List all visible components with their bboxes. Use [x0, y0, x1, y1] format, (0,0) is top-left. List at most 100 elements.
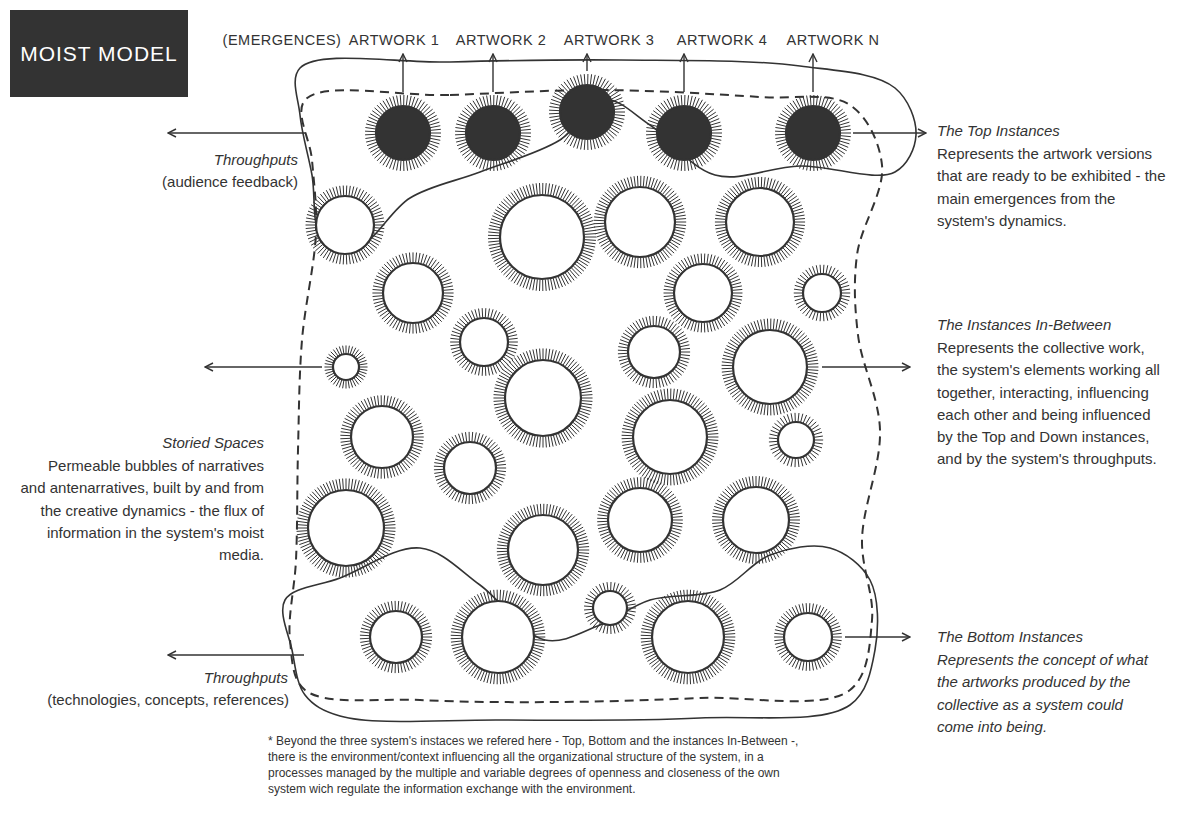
annotation-heading: The Instances In-Between [937, 315, 1169, 334]
bubble-ring [652, 601, 724, 673]
throughputs-heading: Throughputs [88, 668, 288, 687]
bubble-ring [605, 187, 675, 257]
annotation-body: Represents the artwork versions that are… [937, 143, 1169, 232]
annotation-body: Represents the collective work, the syst… [937, 337, 1169, 471]
storied-space-bubble [769, 413, 823, 467]
storied-space-bubble [451, 590, 546, 685]
artwork-label: ARTWORK N [787, 31, 880, 49]
bubble-ring [674, 264, 732, 322]
storied-space-bubble [794, 265, 851, 321]
storied-space-bubble [434, 432, 506, 504]
bubble-ring [444, 442, 496, 494]
bubble-spikes [360, 601, 432, 673]
throughputs-heading: Throughputs [98, 150, 298, 169]
storied-spaces [296, 74, 851, 684]
leader-arrow [205, 366, 322, 367]
artwork-bubble [646, 95, 722, 171]
bubble-spikes [584, 582, 636, 634]
storied-space-bubble [488, 183, 596, 291]
bubble-spikes [434, 432, 506, 504]
storied-space-bubble [493, 348, 592, 447]
bubble-spikes [340, 395, 423, 478]
storied-space-bubble [360, 601, 432, 673]
bubble-spikes [774, 603, 842, 671]
bubble-ring [308, 490, 384, 566]
bubble-ring [803, 274, 841, 312]
bubble-spikes [324, 345, 367, 388]
bubble-spikes [372, 252, 453, 333]
emergences-label: (EMERGENCES) [223, 31, 342, 49]
bubble-spikes [497, 504, 589, 596]
bubble-ring [460, 318, 508, 366]
throughputs-note: (audience feedback) [78, 172, 298, 191]
annotation-body: Permeable bubbles of narratives and ante… [19, 455, 264, 566]
bubble-ring [628, 326, 680, 378]
leader-arrow [168, 654, 304, 655]
bubble-ring [383, 263, 443, 323]
bubble-spikes [794, 265, 851, 321]
bubble-ring [333, 354, 359, 380]
storied-space-bubble [641, 590, 736, 685]
bubble-ring [778, 422, 814, 458]
bubble-spikes [618, 316, 690, 388]
bubble-spikes [641, 590, 736, 685]
leader-arrow [812, 54, 813, 92]
annotation-heading: Storied Spaces [19, 433, 264, 452]
bubble-spikes [493, 348, 592, 447]
storied-space-bubble [306, 186, 385, 265]
storied-space-bubble [296, 478, 395, 577]
bubble-spikes [664, 254, 743, 333]
annotation-body: Represents the concept of what the artwo… [937, 649, 1152, 738]
annotation-heading: The Bottom Instances [937, 627, 1169, 646]
bubble-spikes [775, 95, 851, 171]
bubble-spikes [712, 476, 800, 564]
storied-space-bubble [712, 476, 800, 564]
bubble-spikes [715, 177, 805, 267]
bubble-spikes [455, 95, 531, 171]
leader-arrow [683, 54, 684, 92]
artwork-label: ARTWORK 3 [564, 31, 654, 49]
bubble-ring [784, 613, 832, 661]
bubble-spikes [622, 389, 719, 486]
storied-space-bubble [324, 345, 367, 388]
artwork-bubble [549, 74, 625, 150]
storied-space-bubble [664, 254, 743, 333]
storied-space-bubble [597, 477, 683, 563]
bubble-spikes [646, 95, 722, 171]
artwork-label: ARTWORK 2 [456, 31, 546, 49]
bubble-spikes [722, 319, 819, 416]
storied-space-bubble [774, 603, 842, 671]
bubble-ring [608, 488, 672, 552]
leader-arrow [492, 54, 493, 92]
bubble-ring [726, 188, 794, 256]
bubble-spikes [296, 478, 395, 577]
storied-space-bubble [584, 582, 636, 634]
diagram-title: MOIST MODEL [20, 42, 178, 66]
bubble-ring [508, 515, 578, 585]
title-box: MOIST MODEL [10, 10, 188, 97]
storied-space-bubble [372, 252, 453, 333]
bubble-spikes [306, 186, 385, 265]
bubble-ring [351, 406, 413, 468]
leader-arrow [853, 132, 926, 133]
bubble-ring [733, 330, 807, 404]
storied-space-bubble [340, 395, 423, 478]
bubble-spikes [365, 95, 441, 171]
bubble-ring [633, 400, 707, 474]
bubble-ring [316, 196, 374, 254]
bubble-spikes [597, 477, 683, 563]
storied-space-bubble [722, 319, 819, 416]
storied-space-bubble [715, 177, 805, 267]
throughputs-note: (technologies, concepts, references) [4, 690, 289, 709]
bubble-spikes [769, 413, 823, 467]
bubble-ring [593, 591, 627, 625]
storied-space-bubble [594, 176, 686, 268]
leader-arrow [586, 54, 587, 71]
artwork-bubble [365, 95, 441, 171]
storied-space-bubble [618, 316, 690, 388]
artwork-label: ARTWORK 1 [349, 31, 439, 49]
bubble-spikes [488, 183, 596, 291]
artwork-bubble [775, 95, 851, 171]
bubble-ring [505, 360, 581, 436]
